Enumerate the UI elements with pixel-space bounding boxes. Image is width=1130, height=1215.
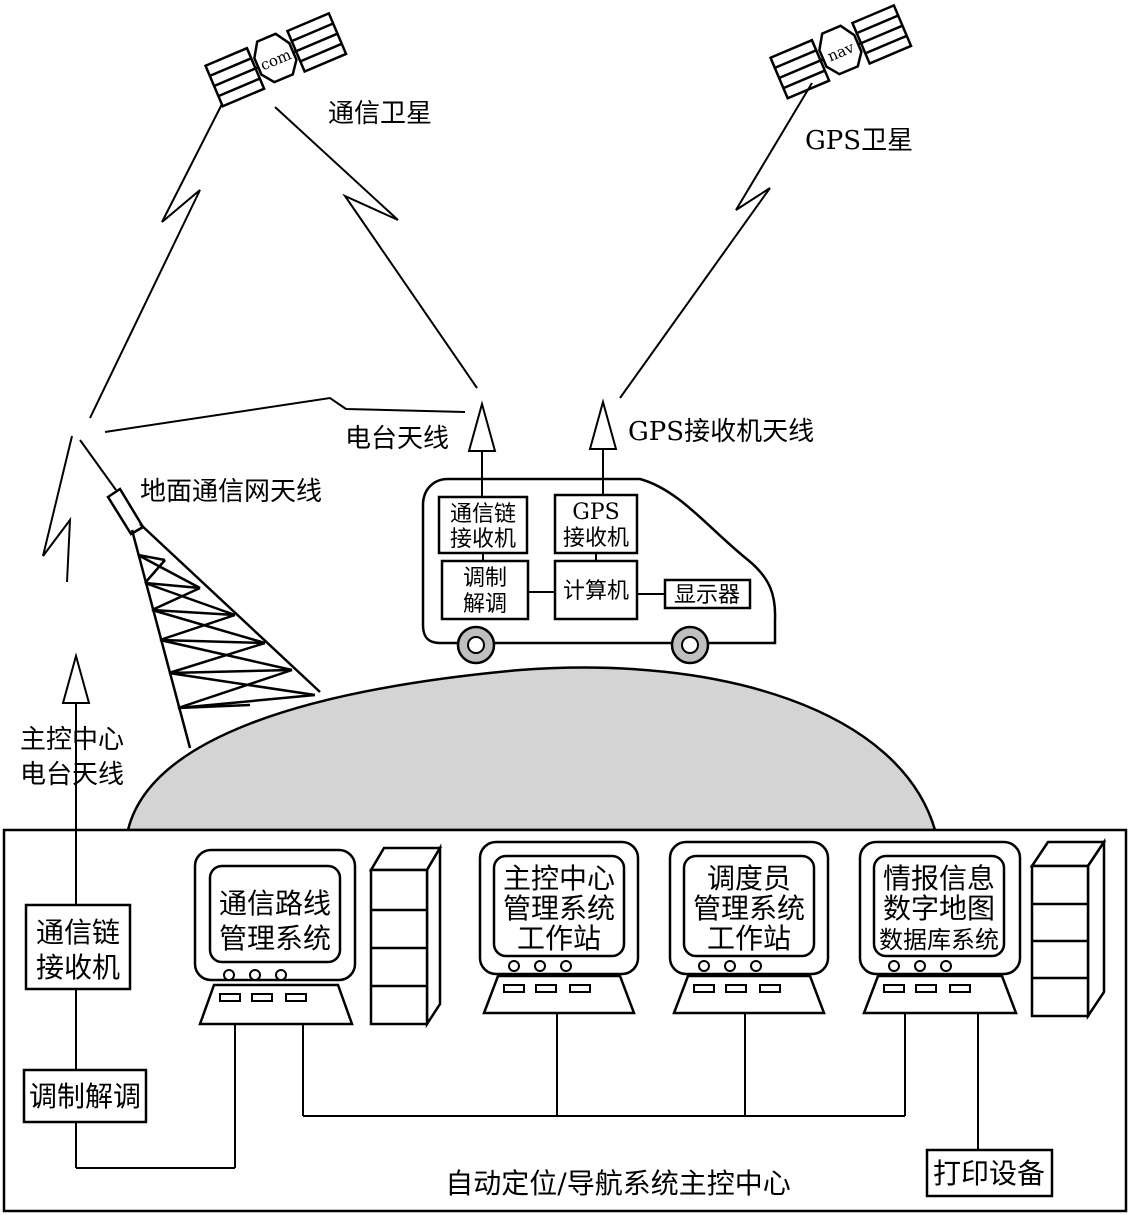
signal-ground-tower-mast [79,439,117,491]
ground-network-tower-icon [106,487,321,749]
workstation-line3: 数据库系统 [879,926,999,954]
center-radio-antenna-label-line1: 主控中心 [20,725,124,755]
printer-box [925,1148,1054,1198]
center-modem-label: 调制解调 [29,1080,141,1113]
workstation-line2: 管理系统 [503,892,615,925]
vehicle-modem-line2: 解调 [463,592,507,617]
vehicle-display-label: 显示器 [674,583,740,608]
monitor-screen [872,854,1006,958]
gps-antenna-icon [588,398,618,450]
vehicle-computer-label: 计算机 [563,579,629,604]
workstation-line1: 通信路线 [219,887,331,920]
workstation-line3: 工作站 [707,922,791,955]
signal-links [42,82,813,583]
signal-comm-sat-to-vehicle [274,106,478,389]
center-modem-box [22,1068,148,1124]
ground-network-antenna-label: 地面通信网天线 [140,477,322,507]
gps-satellite-label: GPS卫星 [805,126,913,156]
vehicle: 电台天线 GPS接收机天线 通信链 接收机 GPS 接收机 调制 解调 计算机 … [345,398,814,665]
signal-center-to-ground [42,435,73,583]
gps-antenna-label: GPS接收机天线 [628,417,814,447]
workstation-comm-route: 通信路线 管理系统 [193,848,357,1026]
center-radio-antenna-label-line2: 电台天线 [20,760,124,790]
signal-comm-sat-to-ground [89,103,223,419]
center-radio-antenna-icon [61,652,91,704]
monitor-screen [208,864,342,964]
vehicle-comm-link-receiver-line2: 接收机 [450,527,516,552]
vehicle-wheel-rear [670,625,710,665]
center-comm-link-receiver-line2: 接收机 [36,951,120,984]
server-cabinet-icon-right [1029,837,1107,1021]
vehicle-gps-receiver-box [553,493,639,555]
workstation-line2: 数字地图 [883,892,995,925]
monitor-screen [682,854,816,958]
workstation-line1: 情报信息 [883,862,995,895]
control-center-title: 自动定位/导航系统主控中心 [445,1167,790,1200]
vehicle-wheel-front [456,625,496,665]
vehicle-gps-receiver-line2: 接收机 [563,526,629,551]
workstation-line1: 主控中心 [503,862,615,895]
radio-antenna-label: 电台天线 [345,424,449,454]
comm-satellite-icon: com [203,11,348,108]
vehicle-modem-box [440,559,530,621]
vehicle-comm-link-receiver-line1: 通信链 [450,502,516,527]
gps-satellite-icon: nav [768,3,913,100]
keyboard-base [862,974,1018,1015]
vehicle-modem-line1: 调制 [463,566,507,591]
keyboard-base [198,983,354,1026]
center-comm-link-receiver-box [24,903,132,991]
vehicle-display-box [663,578,752,610]
keyboard-base [672,974,826,1015]
workstation-line3: 工作站 [517,922,601,955]
workstation-dispatcher: 调度员 管理系统 工作站 [668,840,830,1015]
workstation-intel-map-database: 情报信息 数字地图 数据库系统 [858,840,1022,1015]
workstation-master-control: 主控中心 管理系统 工作站 [478,840,640,1015]
signal-ground-to-vehicle [104,396,466,433]
center-comm-link-receiver-line1: 通信链 [36,916,120,949]
vehicle-comm-link-receiver-box [437,495,529,555]
workstation-line1: 调度员 [707,862,791,895]
monitor-screen [492,854,626,958]
keyboard-base [482,974,636,1015]
vehicle-gps-receiver-line1: GPS [572,500,619,525]
workstation-line2: 管理系统 [693,892,805,925]
vehicle-computer-box [553,559,639,621]
signal-gps-sat-to-vehicle [619,82,813,399]
printer-label: 打印设备 [933,1157,1045,1190]
ground-hill [126,666,937,832]
comm-satellite-label: 通信卫星 [328,99,432,129]
server-cabinet-icon-left [368,843,443,1029]
radio-antenna-icon [467,400,497,452]
workstation-line2: 管理系统 [219,922,331,955]
